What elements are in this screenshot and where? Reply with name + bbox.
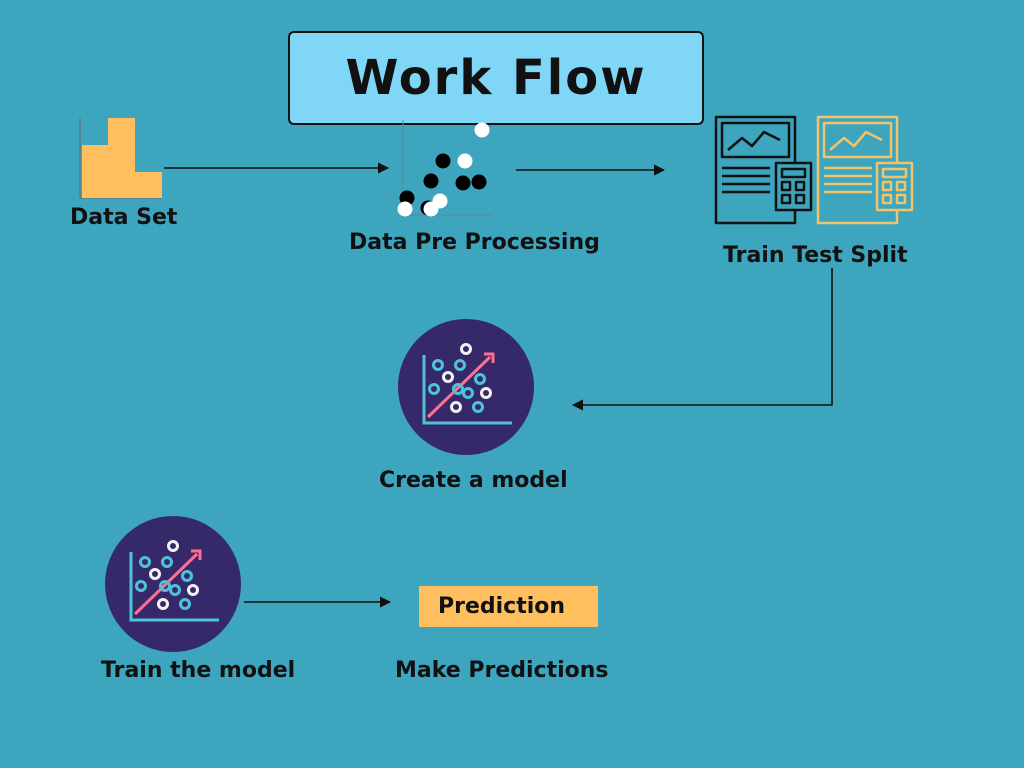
step-label-dataset: Data Set bbox=[70, 205, 178, 230]
step-label-make-predictions: Make Predictions bbox=[395, 658, 609, 683]
step-label-split: Train Test Split bbox=[723, 243, 908, 268]
page-title: Work Flow bbox=[345, 50, 647, 106]
document-calculator-icon bbox=[714, 115, 914, 225]
prediction-box: Prediction bbox=[419, 586, 598, 627]
bar-chart-icon bbox=[79, 118, 162, 199]
title-box: Work Flow bbox=[288, 31, 704, 125]
scatter-trend-icon bbox=[105, 516, 241, 652]
arrow-split-to-model bbox=[571, 268, 833, 411]
step-label-preprocessing: Data Pre Processing bbox=[349, 230, 600, 255]
step-label-train-model: Train the model bbox=[101, 658, 296, 683]
scatter-plot-icon bbox=[397, 120, 492, 217]
step-label-create-model: Create a model bbox=[379, 468, 568, 493]
prediction-label: Prediction bbox=[438, 594, 566, 619]
scatter-trend-icon bbox=[398, 319, 534, 455]
